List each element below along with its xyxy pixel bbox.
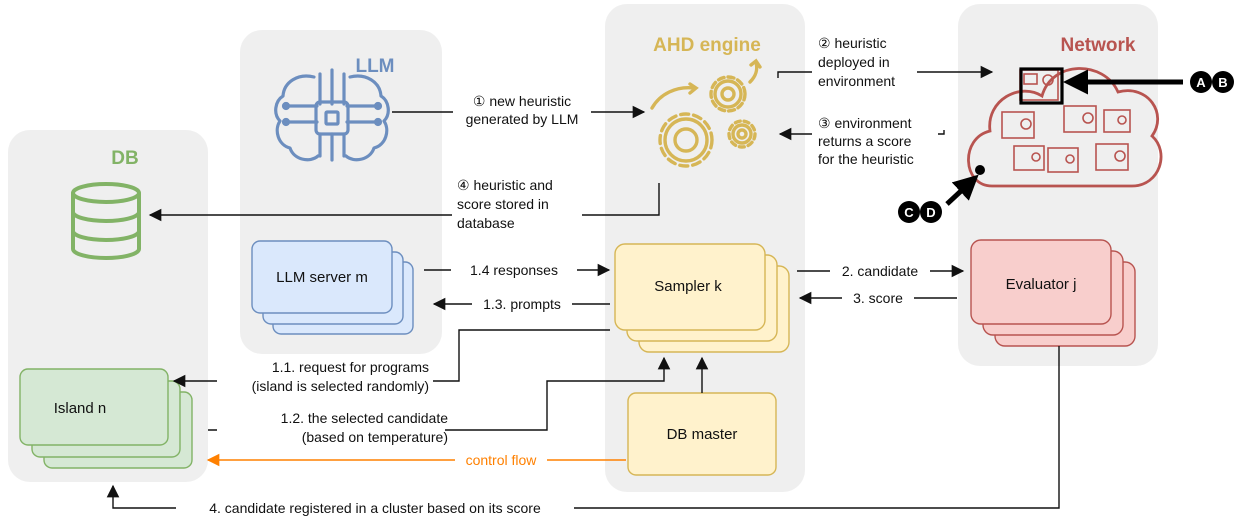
sampler-node: Sampler k (614, 243, 790, 353)
svg-text:database: database (457, 215, 515, 231)
svg-text:① new heuristic: ① new heuristic (473, 93, 571, 109)
db-master-label: DB master (667, 426, 738, 443)
svg-text:for the heuristic: for the heuristic (818, 151, 914, 167)
svg-text:deployed in: deployed in (818, 54, 890, 70)
island-label: Island n (54, 400, 107, 417)
svg-text:3. score: 3. score (853, 290, 903, 306)
svg-text:1.1. request for programs: 1.1. request for programs (272, 359, 429, 375)
database-icon (71, 182, 141, 260)
svg-text:score stored in: score stored in (457, 196, 549, 212)
marker-b: B (1212, 71, 1234, 93)
island-node: Island n (19, 368, 193, 469)
edge-1-4-responses: 1.4 responses (424, 260, 611, 280)
edge-3-score: 3. score (798, 288, 957, 308)
cloud-network-icon (967, 67, 1163, 188)
svg-text:4. candidate registered in a c: 4. candidate registered in a cluster bas… (209, 500, 541, 516)
svg-text:C: C (904, 205, 914, 220)
svg-text:③ environment: ③ environment (818, 115, 912, 131)
edge-1-3-prompts: 1.3. prompts (432, 294, 610, 314)
edge-2-deploy: ② heuristic deployed in environment (777, 34, 994, 92)
svg-text:④ heuristic and: ④ heuristic and (457, 177, 553, 193)
llm-panel-title: LLM (355, 56, 394, 77)
svg-text:1.3. prompts: 1.3. prompts (483, 296, 561, 312)
llm-server-node: LLM server m (251, 240, 414, 335)
edge-1-2-selected: 1.2. the selected candidate (based on te… (208, 356, 671, 449)
marker-arrow-bottom (945, 174, 979, 206)
gears-icon (650, 58, 762, 168)
edge-2-candidate: 2. candidate (797, 261, 965, 281)
svg-text:(island is selected randomly): (island is selected randomly) (252, 378, 429, 394)
marker-a: A (1190, 71, 1212, 93)
ahd-panel-title: AHD engine (653, 35, 761, 56)
edge-control-flow: control flow (206, 450, 626, 470)
svg-text:1.4 responses: 1.4 responses (470, 262, 558, 278)
sampler-label: Sampler k (654, 278, 722, 295)
edge-3-score-return: ③ environment returns a score for the he… (778, 114, 945, 170)
svg-text:environment: environment (818, 73, 895, 89)
svg-text:control flow: control flow (466, 452, 538, 468)
marker-c: C (898, 201, 920, 223)
svg-text:returns a score: returns a score (818, 133, 912, 149)
evaluator-label: Evaluator j (1006, 276, 1077, 293)
svg-text:generated by LLM: generated by LLM (466, 111, 579, 127)
svg-text:A: A (1196, 75, 1206, 90)
evaluator-node: Evaluator j (970, 239, 1136, 347)
edge-1-new-heuristic: ① new heuristic generated by LLM (392, 92, 646, 130)
anchor-dot (975, 165, 985, 175)
svg-text:D: D (926, 205, 935, 220)
svg-text:(based on temperature): (based on temperature) (302, 429, 448, 445)
network-panel-title: Network (1061, 35, 1136, 56)
db-panel-title: DB (111, 148, 138, 169)
llm-server-label: LLM server m (276, 269, 368, 286)
highlight-box (1019, 67, 1064, 105)
marker-d: D (920, 201, 942, 223)
db-master-node: DB master (627, 392, 777, 476)
edge-4-register: 4. candidate registered in a cluster bas… (106, 346, 1060, 518)
svg-text:② heuristic: ② heuristic (818, 35, 887, 51)
svg-text:1.2. the selected candidate: 1.2. the selected candidate (281, 410, 449, 426)
svg-text:B: B (1218, 75, 1227, 90)
svg-text:2. candidate: 2. candidate (842, 263, 918, 279)
edge-4-store: ④ heuristic and score stored in database (148, 174, 660, 234)
edge-1-1-request: 1.1. request for programs (island is sel… (172, 329, 610, 398)
brain-chip-icon (274, 68, 390, 162)
